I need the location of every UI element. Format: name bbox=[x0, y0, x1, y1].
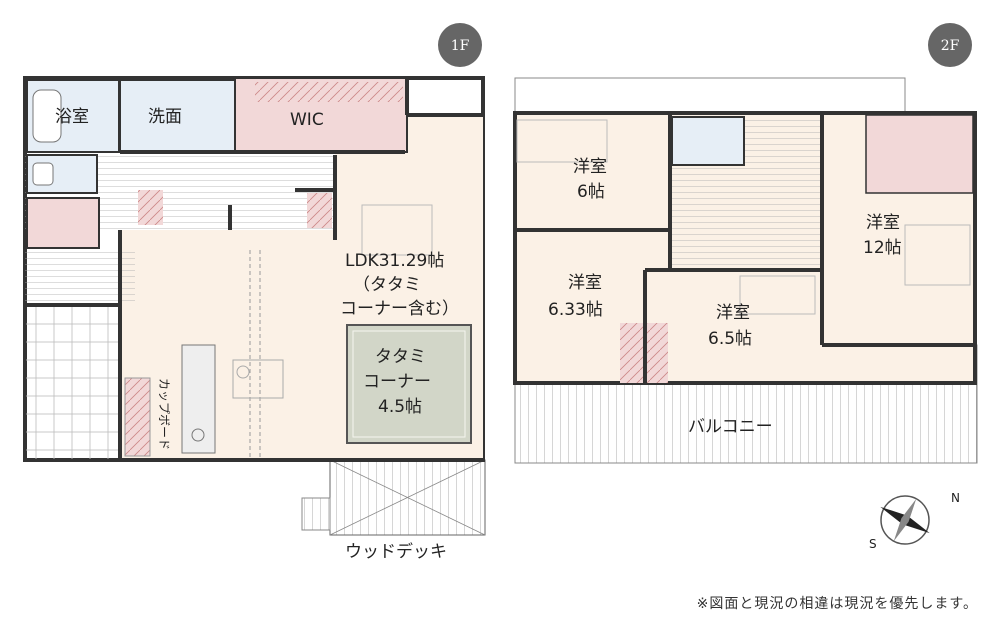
floor-badge-1f-label: 1F bbox=[451, 38, 470, 54]
ldk-label-3: コーナー含む） bbox=[340, 299, 459, 319]
bath-label: 浴室 bbox=[55, 107, 89, 127]
room-633-label-2: 6.33帖 bbox=[548, 300, 603, 320]
room-6-label-1: 洋室 bbox=[573, 157, 607, 177]
washroom-label: 洗面 bbox=[148, 107, 182, 127]
wood-deck-label: ウッドデッキ bbox=[345, 541, 447, 562]
ldk-floor bbox=[120, 230, 335, 458]
room-6-label-2: 6帖 bbox=[577, 182, 605, 202]
compass-south: S bbox=[869, 537, 877, 551]
cupboard-label: カップボード bbox=[157, 378, 171, 450]
floor-badge-2f bbox=[928, 23, 972, 67]
room-633-label-1: 洋室 bbox=[568, 273, 602, 293]
room-12-label-2: 12帖 bbox=[863, 238, 902, 258]
tatami-label-1: タタミ bbox=[375, 347, 426, 367]
floor-badge-2f-label: 2F bbox=[941, 38, 960, 54]
wic-label: WIC bbox=[290, 110, 324, 130]
tatami-corner-area bbox=[346, 324, 472, 444]
room-65-label-1: 洋室 bbox=[716, 303, 750, 323]
tatami-label-3: 4.5帖 bbox=[378, 397, 422, 417]
room-12-label-1: 洋室 bbox=[866, 213, 900, 233]
compass-north: N bbox=[951, 491, 960, 505]
floor-2f: 洋室 6帖 洋室 12帖 洋室 6.33帖 洋室 6.5帖 バルコニー 2F bbox=[513, 23, 978, 464]
compass-icon: N S bbox=[869, 491, 960, 551]
floor-badge-1f bbox=[438, 23, 482, 67]
floor-1f: 浴室 洗面 WIC LDK31.29帖 （タタミ コーナー含む） タタミ コーナ… bbox=[23, 23, 486, 562]
disclaimer-note: ※図面と現況の相違は現況を優先します。 bbox=[696, 596, 978, 612]
room-65-label-2: 6.5帖 bbox=[708, 329, 752, 349]
tatami-label-2: コーナー bbox=[363, 372, 431, 392]
ldk-label-2: （タタミ bbox=[353, 275, 421, 295]
ldk-label-1: LDK31.29帖 bbox=[345, 251, 444, 271]
balcony-label: バルコニー bbox=[688, 417, 773, 437]
